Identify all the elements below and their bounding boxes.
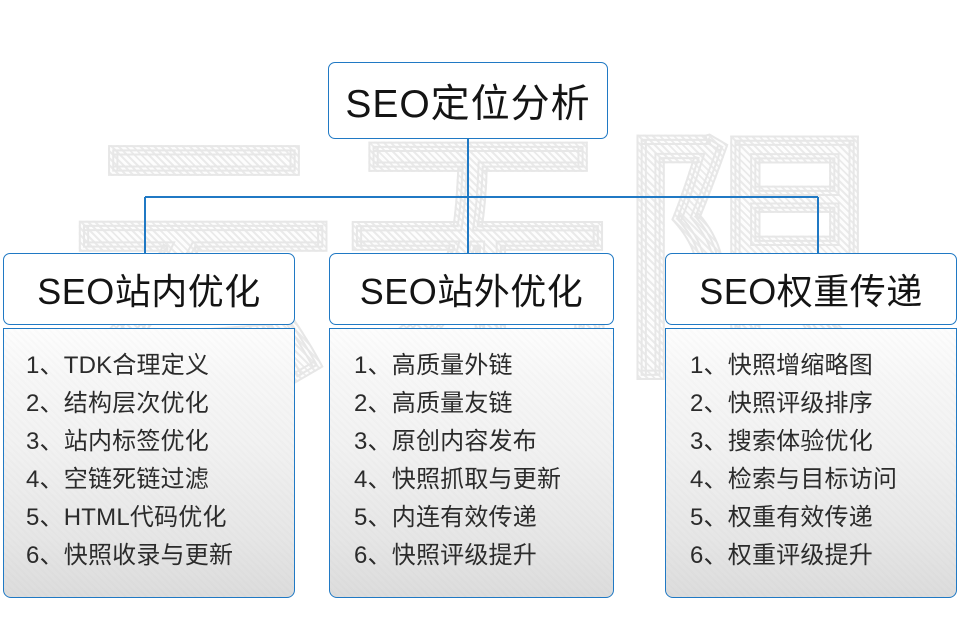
item-list-3: 1、快照增缩略图 2、快照评级排序 3、搜索体验优化 4、检索与目标访问 5、权… xyxy=(690,347,946,575)
list-item: 5、内连有效传递 xyxy=(354,504,537,531)
list-item: 6、快照评级提升 xyxy=(354,542,537,569)
item-list-1: 1、TDK合理定义 2、结构层次优化 3、站内标签优化 4、空链死链过滤 5、H… xyxy=(26,347,284,575)
branch-header-1[interactable]: SEO站内优化 xyxy=(3,253,295,325)
branch-header-title-2: SEO站外优化 xyxy=(359,271,584,312)
branch-panel-2: 1、高质量外链 2、高质量友链 3、原创内容发布 4、快照抓取与更新 5、内连有… xyxy=(329,328,614,598)
branch-header-2[interactable]: SEO站外优化 xyxy=(329,253,614,325)
list-item: 3、搜索体验优化 xyxy=(690,428,873,455)
list-item: 5、权重有效传递 xyxy=(690,504,873,531)
branch-column-1: SEO站内优化 1、TDK合理定义 2、结构层次优化 3、站内标签优化 4、空链… xyxy=(3,253,295,598)
branch-panel-1: 1、TDK合理定义 2、结构层次优化 3、站内标签优化 4、空链死链过滤 5、H… xyxy=(3,328,295,598)
list-item: 4、检索与目标访问 xyxy=(690,466,898,493)
item-list-2: 1、高质量外链 2、高质量友链 3、原创内容发布 4、快照抓取与更新 5、内连有… xyxy=(354,347,603,575)
list-item: 2、高质量友链 xyxy=(354,390,513,417)
branch-header-3[interactable]: SEO权重传递 xyxy=(665,253,957,325)
root-node[interactable]: SEO定位分析 xyxy=(328,62,608,139)
list-item: 2、快照评级排序 xyxy=(690,390,873,417)
branch-panel-3: 1、快照增缩略图 2、快照评级排序 3、搜索体验优化 4、检索与目标访问 5、权… xyxy=(665,328,957,598)
list-item: 2、结构层次优化 xyxy=(26,390,209,417)
list-item: 1、高质量外链 xyxy=(354,352,513,379)
list-item: 1、快照增缩略图 xyxy=(690,352,873,379)
branch-header-title-3: SEO权重传递 xyxy=(699,271,923,312)
branch-column-2: SEO站外优化 1、高质量外链 2、高质量友链 3、原创内容发布 4、快照抓取与… xyxy=(329,253,614,598)
list-item: 4、快照抓取与更新 xyxy=(354,466,562,493)
root-node-title: SEO定位分析 xyxy=(345,82,591,126)
list-item: 6、权重评级提升 xyxy=(690,542,873,569)
list-item: 1、TDK合理定义 xyxy=(26,352,210,379)
list-item: 6、快照收录与更新 xyxy=(26,542,234,569)
list-item: 3、站内标签优化 xyxy=(26,428,209,455)
list-item: 3、原创内容发布 xyxy=(354,428,537,455)
branch-column-3: SEO权重传递 1、快照增缩略图 2、快照评级排序 3、搜索体验优化 4、检索与… xyxy=(665,253,957,598)
list-item: 5、HTML代码优化 xyxy=(26,504,227,531)
branch-header-title-1: SEO站内优化 xyxy=(37,271,261,312)
list-item: 4、空链死链过滤 xyxy=(26,466,209,493)
